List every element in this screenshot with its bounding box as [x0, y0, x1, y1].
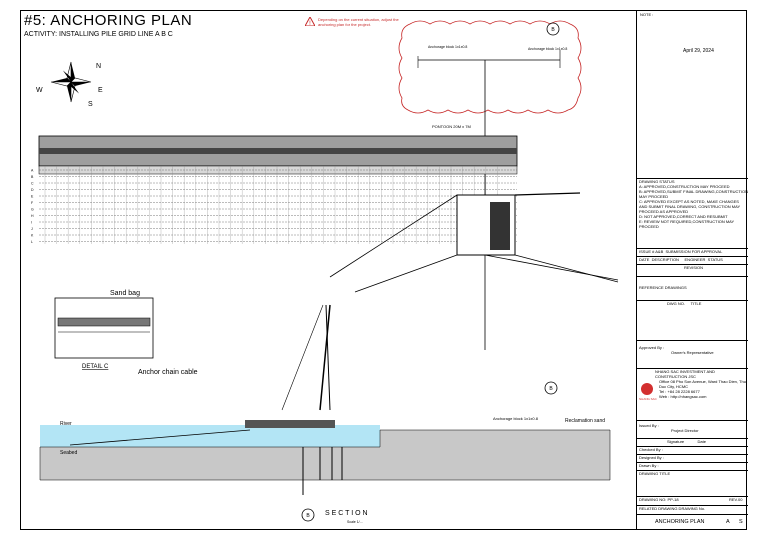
- revision-row: REVISION: [637, 264, 748, 276]
- status-item: D: NOT APPROVED,CORRECT AND RESUBMIT: [639, 214, 728, 219]
- section-scale: Scale 1/...: [347, 520, 363, 524]
- drawing-title: ANCHORING PLAN: [655, 519, 705, 525]
- reclamation-label: Reclamation sand: [565, 418, 605, 424]
- status-item: B: APPROVED,SUBMIT FINAL DRAWING,CONSTRU…: [639, 189, 748, 199]
- status-item: A: APPROVED,CONSTRUCTION MAY PROCEED: [639, 184, 730, 189]
- company-address: Office 08 Pho Son Avenue, Ward Thao Dien…: [659, 379, 746, 389]
- grid-label: F: [31, 201, 33, 205]
- rev-eng-header: ENGINEER: [684, 257, 706, 262]
- grid-label: C: [31, 182, 34, 186]
- section-title-marker: [301, 508, 315, 522]
- status-item: E: REVIEW NOT REQUIRED,CONSTRUCTION MAY …: [639, 219, 735, 229]
- checked-by: Checked By :: [637, 446, 748, 454]
- anchor-chain-label: Anchor chain cable: [138, 369, 198, 376]
- issue-a-b: ISSUE # A&B: [639, 249, 664, 254]
- pontoon-label: PONTOON 20M x 7M: [432, 124, 471, 129]
- title-col: TITLE: [690, 301, 702, 306]
- page-title: #5: ANCHORING PLAN: [24, 12, 193, 29]
- compass-rose-icon: N S E W: [36, 61, 103, 108]
- anchor-block-label-2: Anchorage block 1x1x0.8: [528, 47, 567, 51]
- svg-text:B: B: [306, 513, 310, 519]
- issuer-role: Project Director: [671, 428, 699, 433]
- grid-label: H: [31, 214, 34, 218]
- grid-label: K: [31, 234, 34, 238]
- drawing-title-label: DRAWING TITLE: [637, 470, 748, 496]
- logo-text: NHANG SAC: [639, 397, 657, 401]
- section-marker-bottom: [544, 381, 558, 395]
- barge-section: [245, 420, 335, 428]
- drawing-status: S: [739, 519, 743, 525]
- grid-label: I: [31, 221, 32, 225]
- related-drawing: RELATED DRAWING DRAWING No.: [637, 505, 748, 514]
- anchor-block-label-1: Anchorage block 1x1x0.8: [428, 45, 467, 49]
- title-block: NOTE : April 29, 2024 DRAWING STATUS A: …: [636, 10, 748, 530]
- compass-s: S: [88, 101, 93, 108]
- detail-c-label: DETAIL C: [82, 364, 109, 370]
- grid-label: D: [31, 188, 34, 192]
- grid-label: E: [31, 195, 34, 199]
- note-label: NOTE :: [640, 12, 654, 17]
- rev-number: REV.00: [729, 497, 743, 502]
- grid-label: J: [31, 227, 33, 231]
- company-name: NHANG SAC INVESTMENT AND CONSTRUCTION JS…: [655, 369, 715, 379]
- activity-label: ACTIVITY: INSTALLING PILE GRID LINE A B …: [24, 31, 173, 38]
- dwg-no-col: DWG NO.: [667, 301, 685, 306]
- drawing-no: DRAWING NO: PP-18: [639, 497, 679, 502]
- rev-desc-header: DESCRIPTION: [651, 257, 679, 262]
- seabed-soil: [39, 429, 611, 481]
- company-tel: Tel : +84 28 2228 6677: [659, 389, 700, 394]
- drawn-by: Drawn By :: [637, 462, 748, 470]
- warning-icon: !: [305, 17, 315, 26]
- grid-label: B: [31, 175, 34, 179]
- status-item: C: APPROVED EXCEPT AS NOTED, MAKE CHANGE…: [639, 199, 741, 214]
- seabed-label: Seabed: [60, 450, 77, 456]
- water-body: [40, 425, 380, 447]
- drawing-date: April 29, 2024: [683, 48, 714, 54]
- warning-note: Depending on the current situation, adju…: [318, 17, 399, 27]
- detail-c-box: [54, 297, 154, 359]
- svg-text:B: B: [549, 386, 553, 392]
- leader-mast: [319, 304, 331, 411]
- approver-role: Owner's Representative: [671, 350, 714, 355]
- compass-w: W: [36, 87, 43, 94]
- company-web: Web : http://nhangsac.com: [659, 394, 707, 399]
- svg-text:!: !: [309, 21, 311, 26]
- designed-by: Designed By :: [637, 454, 748, 462]
- reference-drawings: REFERENCE DRAWINGS: [637, 276, 748, 300]
- grid-label: A: [31, 169, 34, 173]
- river-label: River: [60, 421, 72, 427]
- section-anchor-label: Anchorage block 1x1x0.8: [493, 416, 539, 421]
- submission-approval: SUBMISSION FOR APPROVAL: [665, 249, 723, 254]
- sand-bag-label: Sand bag: [110, 290, 140, 297]
- crane-body: [490, 202, 510, 250]
- rev-date-header: DATE: [639, 257, 650, 262]
- date-col: Date: [697, 439, 706, 444]
- compass-n: N: [96, 63, 101, 70]
- signature-col: Signature: [667, 439, 685, 444]
- issued-by: Issued By :: [639, 423, 659, 428]
- approved-by: Approved By :: [639, 345, 665, 350]
- section-title: S E C T I O N: [325, 510, 368, 517]
- anchoring-plan-drawing: Anchorage block 1x1x0.8 Anchorage block …: [31, 20, 619, 524]
- grid-label: L: [31, 240, 33, 244]
- status-title: DRAWING STATUS: [639, 179, 675, 184]
- hatched-band-dark: [39, 148, 517, 154]
- svg-text:B: B: [551, 27, 555, 33]
- paper-size: A: [726, 519, 730, 525]
- company-logo-icon: [641, 383, 653, 395]
- revision-cloud: [398, 20, 582, 114]
- drawing-frame: [20, 10, 747, 530]
- rev-status-header: STATUS: [707, 257, 723, 262]
- grid-label: G: [31, 208, 34, 212]
- compass-e: E: [98, 87, 103, 94]
- section-marker-top: [546, 22, 560, 36]
